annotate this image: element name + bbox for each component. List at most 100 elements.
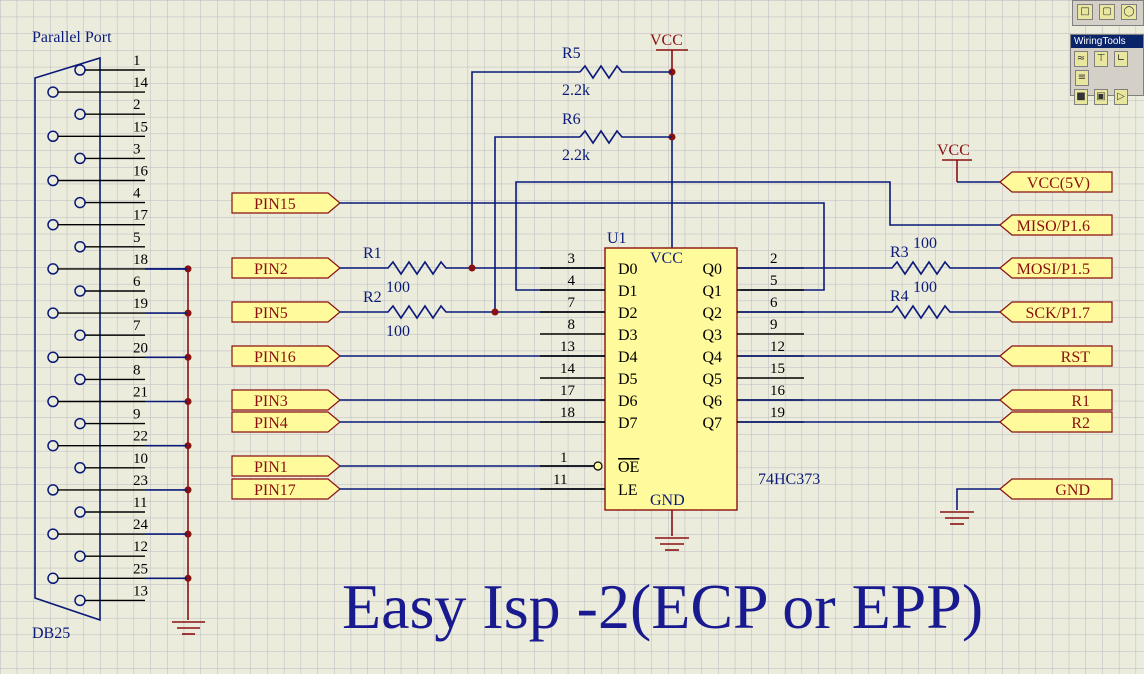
r1-ref: R1 — [363, 245, 382, 262]
chip-pin-name: D1 — [618, 283, 638, 300]
chip-pin-name: Q4 — [702, 349, 722, 366]
output-port — [999, 214, 1113, 236]
chip-pin-number: 7 — [568, 295, 576, 311]
db25-pin-number: 4 — [133, 186, 141, 202]
ellipse-tool-icon[interactable]: ◯ — [1121, 4, 1137, 20]
chip-pin-name: Q3 — [702, 327, 722, 344]
gnd-wire — [956, 488, 1000, 510]
chip-pin-number: 15 — [770, 361, 785, 377]
db25-pin-number: 6 — [133, 274, 141, 290]
bus-tool-icon[interactable]: ⊤ — [1094, 51, 1108, 67]
chip-pin-name: Q1 — [702, 283, 722, 300]
db25-pin-hole — [47, 395, 59, 408]
input-port — [231, 257, 341, 279]
r5-resistor — [579, 64, 672, 80]
db25-pin-number: 25 — [133, 561, 148, 577]
chip-vcc-label: VCC — [650, 250, 683, 267]
rounded-rectangle-tool-icon[interactable]: ▢ — [1099, 4, 1115, 20]
chip-pin-number: 2 — [770, 251, 778, 267]
db25-pin-number: 5 — [133, 230, 141, 246]
db25-pin-hole — [74, 506, 86, 518]
r4-ref: R4 — [890, 288, 909, 305]
input-port — [231, 411, 341, 433]
rectangle-tool-icon[interactable]: □ — [1077, 4, 1093, 20]
chip-pin-number: 19 — [770, 405, 785, 421]
vcc-label-top: VCC — [650, 32, 683, 49]
schematic-title: Easy Isp -2(ECP or EPP) — [342, 571, 983, 642]
db25-pin-hole — [74, 285, 86, 297]
input-port-label: PIN1 — [254, 459, 288, 476]
wire-tool-icon[interactable]: ≈ — [1074, 51, 1088, 67]
db25-pin-number: 21 — [133, 385, 148, 401]
chip-pin-name: Q0 — [702, 261, 722, 278]
input-port-label: PIN3 — [254, 393, 288, 410]
output-port-label: SCK/P1.7 — [1026, 305, 1090, 322]
db25-pin-number: 9 — [133, 407, 141, 423]
connector-name: DB25 — [32, 625, 70, 642]
d1-miso-wire — [515, 181, 1000, 291]
db25-pin-hole — [74, 64, 86, 76]
db25-pin-hole — [74, 594, 86, 607]
db25-pin-hole — [47, 351, 59, 364]
chip-part: 74HC373 — [758, 471, 820, 488]
db25-pin-number: 1 — [133, 53, 141, 69]
output-port — [999, 171, 1113, 193]
input-port — [231, 345, 341, 367]
output-port — [999, 301, 1113, 323]
r6-resistor — [579, 129, 672, 145]
db25-pin-hole — [47, 528, 59, 540]
chip-pin-number: 3 — [568, 251, 576, 267]
oe-pin-number: 1 — [560, 450, 568, 466]
db25-pin-hole — [47, 130, 59, 143]
bus-entry-tool-icon[interactable]: ∟ — [1114, 51, 1128, 67]
chip-pin-name: Q7 — [702, 415, 722, 432]
r6-ref: R6 — [562, 111, 581, 128]
chip-pin-number: 5 — [770, 273, 778, 289]
chip-pin-name: Q2 — [702, 305, 722, 322]
net-label-tool-icon[interactable]: ≡ — [1075, 70, 1089, 86]
db25-pin-number: 3 — [133, 141, 141, 157]
output-port-label: GND — [1055, 482, 1090, 499]
db25-pin-number: 23 — [133, 473, 148, 489]
db25-pin-hole — [47, 86, 59, 98]
db25-pin-hole — [74, 329, 86, 341]
input-port — [231, 455, 341, 477]
db25-pin-hole — [74, 196, 86, 209]
r1-resistor — [340, 260, 605, 276]
chip-pin-number: 9 — [770, 317, 778, 333]
db25-pin-hole — [74, 417, 86, 430]
r2-value: 100 — [386, 323, 410, 340]
db25-pin-hole — [47, 218, 59, 231]
chip-pin-number: 17 — [560, 383, 576, 399]
chip-pin-number: 8 — [568, 317, 576, 333]
db25-pin-number: 15 — [133, 119, 148, 135]
output-port-label: RST — [1061, 349, 1091, 366]
r3-ref: R3 — [890, 244, 909, 261]
db25-pin-hole — [47, 439, 59, 452]
chip-pin-name: D4 — [618, 349, 638, 366]
output-port-label: VCC(5V) — [1027, 175, 1090, 192]
ground-symbol-right — [940, 511, 974, 525]
oe-inversion-bubble — [593, 461, 603, 471]
chip-pin-number: 12 — [770, 339, 785, 355]
r5-ref: R5 — [562, 45, 581, 62]
part-tool-icon[interactable]: ■ — [1074, 89, 1088, 105]
ground-symbol-chip — [655, 537, 689, 551]
db25-pin-number: 19 — [133, 296, 148, 312]
db25-pin-hole — [74, 373, 86, 386]
input-port — [231, 301, 341, 323]
db25-pin-number: 17 — [133, 208, 149, 224]
chip-pin-number: 14 — [560, 361, 576, 377]
sheet-symbol-tool-icon[interactable]: ▣ — [1094, 89, 1108, 105]
r1-value: 100 — [386, 279, 410, 296]
wiring-tools-title: WiringTools — [1071, 35, 1143, 48]
output-port — [999, 345, 1113, 367]
r4-resistor — [740, 304, 1000, 320]
chip-pin-name: D7 — [618, 415, 638, 432]
r3-resistor — [740, 260, 1000, 276]
le-pin-name: LE — [618, 482, 638, 499]
port-tool-icon[interactable]: ▷ — [1114, 89, 1128, 105]
